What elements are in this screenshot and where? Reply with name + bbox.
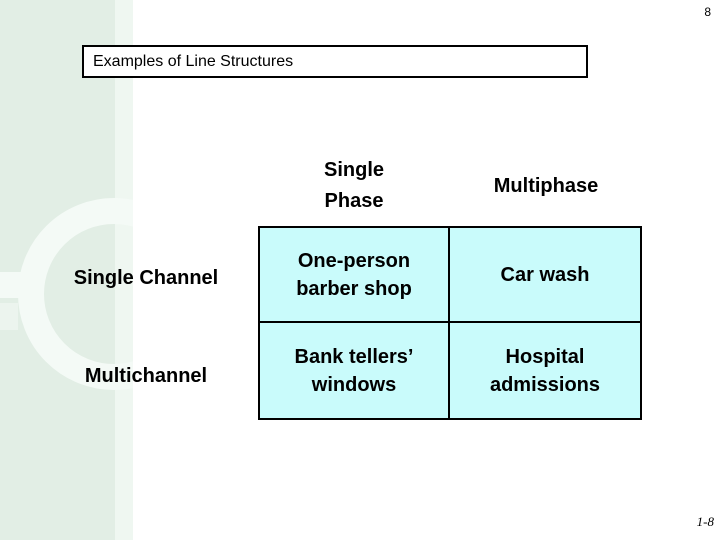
table-cell: Hospital admissions	[450, 323, 640, 418]
row-header-multichannel: Multichannel	[36, 328, 256, 424]
title-box: Examples of Line Structures	[82, 45, 588, 78]
column-header-multiphase: Multiphase	[450, 150, 642, 222]
examples-table: One-person barber shop Car wash Bank tel…	[258, 226, 642, 420]
footer-page-label: 1-8	[696, 514, 714, 529]
table-cell-text: One-person barber shop	[296, 249, 412, 300]
row-header-single-channel: Single Channel	[36, 230, 256, 327]
table-cell: One-person barber shop	[260, 228, 450, 323]
column-header-single-phase: Single Phase	[258, 150, 450, 222]
sidebar-decoration	[0, 0, 133, 540]
clock-hand-bar-secondary	[0, 303, 18, 330]
table-cell-text: Hospital admissions	[489, 345, 601, 396]
row-header-label: Multichannel	[84, 364, 208, 387]
slide-page-number: 8	[704, 5, 711, 19]
table-cell-text: Bank tellers’ windows	[294, 345, 414, 396]
row-header-label: Single Channel	[73, 267, 219, 289]
table-cell-text: Car wash	[500, 263, 590, 286]
page-title: Examples of Line Structures	[93, 52, 294, 70]
column-header-label: Single Phase	[323, 159, 384, 212]
table-cell: Bank tellers’ windows	[260, 323, 450, 418]
column-header-label: Multiphase	[493, 174, 599, 197]
table-cell: Car wash	[450, 228, 640, 323]
